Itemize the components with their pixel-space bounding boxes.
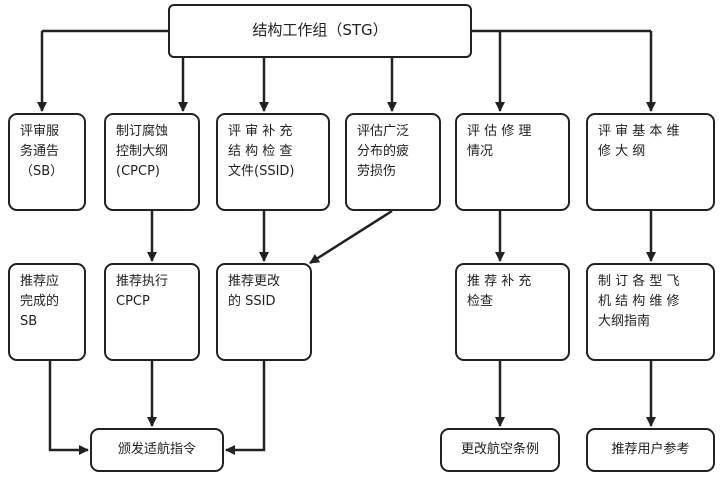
- node-sb-rec: 推荐应 完成的 SB: [8, 263, 86, 361]
- node-msg: 评 审 基 本 维 修 大 纲: [586, 113, 715, 211]
- node-guide: 制 订 各 型 飞 机 结 构 维 修 大纲指南: [586, 263, 715, 361]
- node-ssid: 评 审 补 充 结 构 检 查 文件(SSID): [216, 113, 330, 211]
- node-ad: 颁发适航指令: [90, 428, 224, 472]
- node-sb-review: 评审服 务通告 （SB）: [8, 113, 86, 211]
- node-far: 更改航空条例: [440, 428, 560, 472]
- node-cpcp-rec: 推荐执行 CPCP: [104, 263, 200, 361]
- arrow-sb-rec-to-ad: [48, 361, 89, 455]
- node-wfd: 评估广泛 分布的疲 劳损伤: [345, 113, 441, 211]
- node-user: 推荐用户参考: [586, 428, 715, 472]
- node-cpcp: 制订腐蚀 控制大纲 (CPCP): [104, 113, 200, 211]
- node-repair: 评 估 修 理 情况: [455, 113, 570, 211]
- arrow-wfd-to-ssid-rec: [309, 209, 393, 265]
- node-supp: 推 荐 补 充 检查: [455, 263, 570, 361]
- node-ssid-rec: 推荐更改 的 SSID: [216, 263, 312, 361]
- arrow-ssid-rec-to-ad: [225, 361, 266, 455]
- stg-title-box: 结构工作组（STG）: [168, 4, 472, 58]
